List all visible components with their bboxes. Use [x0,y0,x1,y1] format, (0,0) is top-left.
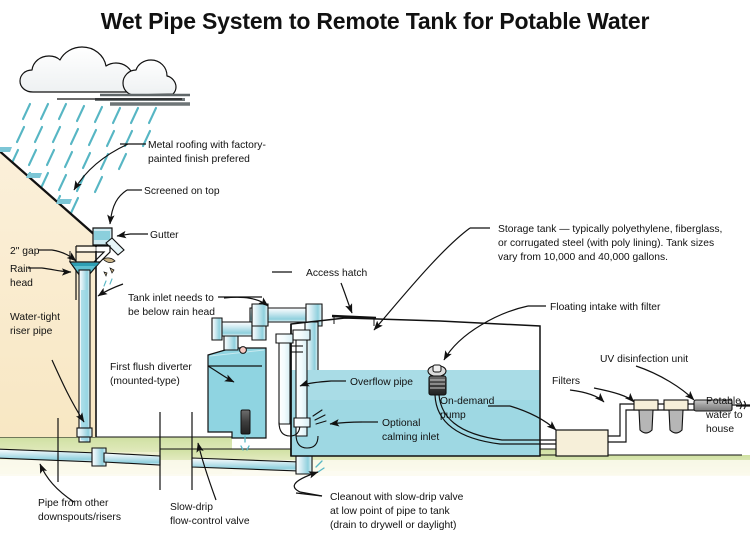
page-title: Wet Pipe System to Remote Tank for Potab… [100,8,650,34]
storage-tank [275,314,560,457]
label-first-flush-line2: (mounted-type) [110,376,180,387]
label-metal-roofing-line1: Metal roofing with factory- [148,140,266,151]
label-floating-intake: Floating intake with filter [550,302,661,313]
label-metal-roofing-line2: painted finish prefered [148,154,250,165]
label-on-demand-pump-line2: pump [440,410,466,421]
label-first-flush-line1: First flush diverter [110,362,192,373]
label-access-hatch: Access hatch [306,268,368,279]
label-gutter: Gutter [150,230,179,241]
label-tank-inlet-line2: be below rain head [128,307,215,318]
leader-lines [28,143,695,503]
label-calming-inlet-line1: Optional [382,418,420,429]
label-uv-unit: UV disinfection unit [600,354,688,365]
water-tight-riser-pipe [76,269,93,443]
label-riser-pipe-line1: Water-tight [10,312,60,323]
label-pipe-other-line2: downspouts/risers [38,512,121,523]
label-tank-inlet-line1: Tank inlet needs to [128,293,214,304]
label-storage-tank-line2: or corrugated steel (with poly lining). … [498,238,714,249]
cleanout-drip [315,460,325,473]
gutter [92,227,125,256]
filter-1 [633,399,659,434]
access-hatch [331,314,377,326]
label-rain-head-line2: head [10,278,33,289]
label-cleanout-line2: at low point of pipe to tank [330,506,450,517]
filter-2 [663,399,689,434]
label-two-inch-gap: 2" gap [10,246,40,257]
floating-intake [427,364,560,445]
label-pipe-other-line1: Pipe from other [38,498,109,509]
label-filters: Filters [552,376,580,387]
underground-pipes [0,412,325,490]
label-riser-pipe-line2: riser pipe [10,326,53,337]
first-flush-diverter [207,315,267,451]
label-slow-drip-line2: flow-control valve [170,516,250,527]
label-rain-head-line1: Rain [10,264,31,275]
calming-inlet [293,409,327,428]
debris [102,257,116,287]
label-potable-line2: water to [705,410,743,421]
rain-cloud [3,46,190,215]
pump-and-treatment [555,399,750,457]
label-cleanout-line3: (drain to drywell or daylight) [330,520,456,531]
label-cleanout-line1: Cleanout with slow-drip valve [330,492,464,503]
label-calming-inlet-line2: calming inlet [382,432,439,443]
label-slow-drip-line1: Slow-drip [170,502,213,513]
label-storage-tank-line3: vary from 10,000 and 40,000 gallons. [498,252,668,263]
on-demand-pump [555,429,609,457]
label-potable-line1: Potable [706,396,741,407]
annotation-labels: Metal roofing with factory- painted fini… [10,140,743,531]
label-overflow-pipe: Overflow pipe [350,377,413,388]
label-storage-tank-line1: Storage tank — typically polyethylene, f… [498,224,722,235]
house-roof [0,147,125,437]
label-screened-on-top: Screened on top [144,186,220,197]
label-on-demand-pump-line1: On-demand [440,396,495,407]
overflow-vent [275,333,303,437]
label-potable-line3: house [706,424,734,435]
